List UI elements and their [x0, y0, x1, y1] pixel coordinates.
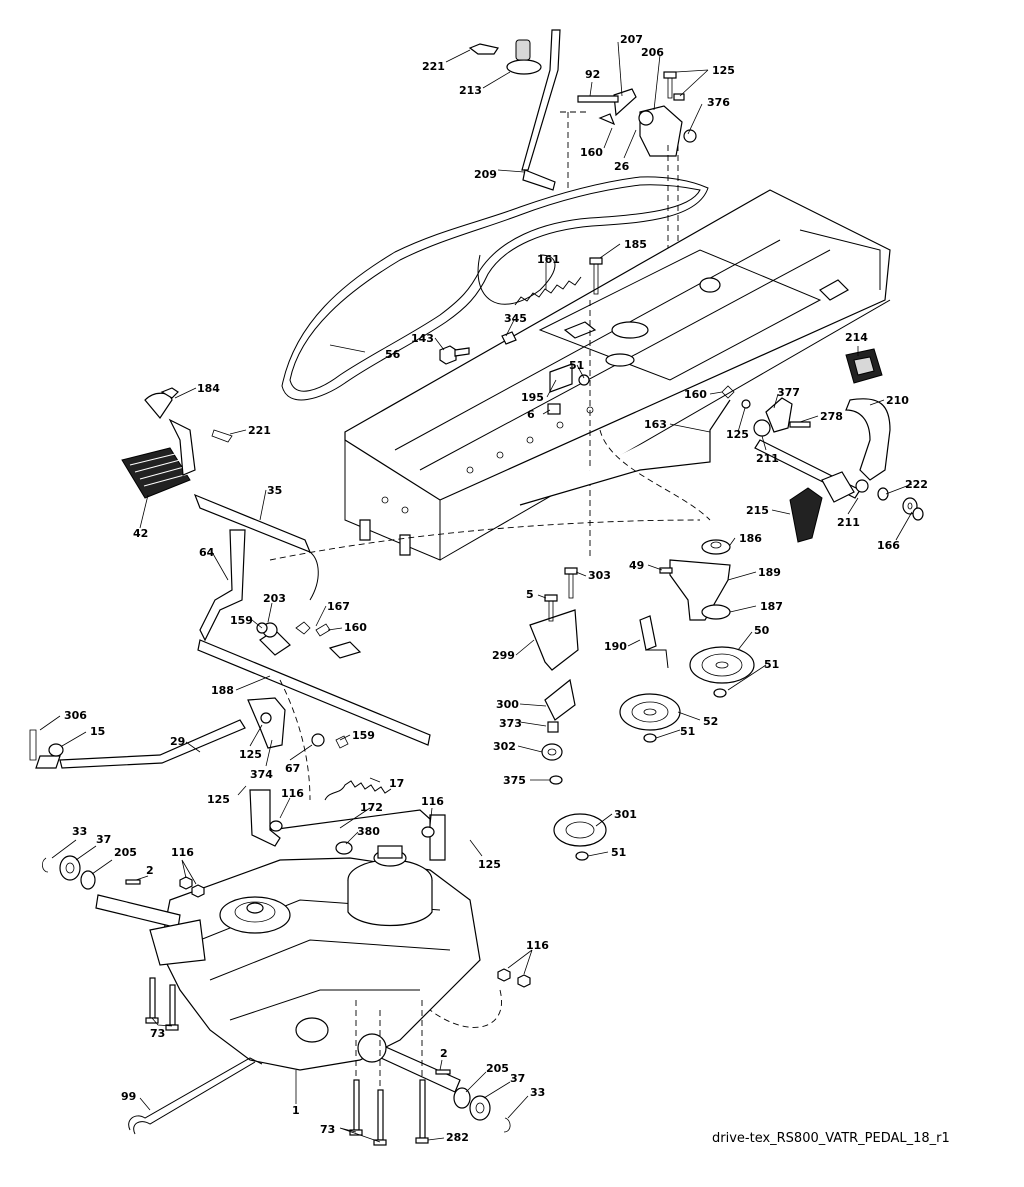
callout-92: 92 [585, 68, 600, 81]
idler-pulley-assembly [529, 539, 755, 861]
callout-209: 209 [474, 168, 497, 181]
callout-64: 64 [199, 546, 215, 559]
callout-278: 278 [820, 410, 843, 423]
callout-2: 2 [146, 864, 154, 877]
callout-125-c: 125 [239, 748, 262, 761]
callout-125-b: 125 [726, 428, 749, 441]
callout-159: 159 [230, 614, 253, 627]
callout-51-d: 51 [611, 846, 626, 859]
callout-116-d: 116 [526, 939, 549, 952]
callout-374: 374 [250, 768, 273, 781]
callout-49: 49 [629, 559, 644, 572]
callout-116-b: 116 [421, 795, 444, 808]
callout-37-b: 37 [510, 1072, 525, 1085]
callout-186: 186 [739, 532, 762, 545]
callout-1: 1 [292, 1104, 300, 1117]
callout-6: 6 [527, 408, 535, 421]
callout-26: 26 [614, 160, 630, 173]
callout-184: 184 [197, 382, 220, 395]
callout-73-b: 73 [320, 1123, 335, 1136]
callout-282: 282 [446, 1131, 469, 1144]
callout-116: 116 [281, 787, 304, 800]
callout-166: 166 [877, 539, 900, 552]
callout-125: 125 [712, 64, 735, 77]
callout-33: 33 [72, 825, 87, 838]
callout-190: 190 [604, 640, 627, 653]
callout-221: 221 [422, 60, 445, 73]
callout-160: 160 [580, 146, 603, 159]
callout-211-b: 211 [837, 516, 860, 529]
callout-35: 35 [267, 484, 282, 497]
callout-189: 189 [758, 566, 781, 579]
callout-125-e: 125 [478, 858, 501, 871]
callout-188: 188 [211, 684, 234, 697]
callout-50: 50 [754, 624, 770, 637]
callout-211: 211 [756, 452, 779, 465]
callout-303: 303 [588, 569, 611, 582]
callout-143: 143 [411, 332, 434, 345]
callout-302: 302 [493, 740, 516, 753]
callout-167: 167 [327, 600, 350, 613]
callout-17: 17 [389, 777, 404, 790]
callout-73: 73 [150, 1027, 165, 1040]
callout-125-d: 125 [207, 793, 230, 806]
callout-37: 37 [96, 833, 111, 846]
callout-299: 299 [492, 649, 515, 662]
callout-159-b: 159 [352, 729, 375, 742]
transaxle [42, 789, 531, 1146]
callout-2-b: 2 [440, 1047, 448, 1060]
callout-172: 172 [360, 801, 383, 814]
callout-222: 222 [905, 478, 928, 491]
callout-377: 377 [777, 386, 800, 399]
callout-187: 187 [760, 600, 783, 613]
callout-375: 375 [503, 774, 526, 787]
callout-161: 161 [537, 253, 560, 266]
callout-206: 206 [641, 46, 664, 59]
callout-99: 99 [121, 1090, 136, 1103]
callout-205-b: 205 [486, 1062, 509, 1075]
callout-195: 195 [521, 391, 544, 404]
callout-160-b: 160 [684, 388, 707, 401]
callout-67: 67 [285, 762, 300, 775]
callout-15: 15 [90, 725, 105, 738]
callout-52: 52 [703, 715, 718, 728]
callout-203: 203 [263, 592, 286, 605]
shift-lever-assembly [468, 29, 697, 330]
callout-345: 345 [504, 312, 527, 325]
diagram-caption: drive-tex_RS800_VATR_PEDAL_18_r1 [712, 1131, 950, 1146]
leader-lines [39, 41, 913, 1143]
callout-215: 215 [746, 504, 769, 517]
callout-116-c: 116 [171, 846, 194, 859]
callout-185: 185 [624, 238, 647, 251]
callout-373: 373 [499, 717, 522, 730]
left-pedal-assembly [29, 387, 701, 801]
callout-42: 42 [133, 527, 148, 540]
callout-221-b: 221 [248, 424, 271, 437]
callout-51: 51 [569, 359, 584, 372]
callout-160-c: 160 [344, 621, 367, 634]
callout-214: 214 [845, 331, 868, 344]
callout-163: 163 [644, 418, 667, 431]
callout-306: 306 [64, 709, 87, 722]
callout-213: 213 [459, 84, 482, 97]
callout-210: 210 [886, 394, 909, 407]
callout-380: 380 [357, 825, 380, 838]
callout-33-b: 33 [530, 1086, 545, 1099]
callout-labels: 221 213 207 206 125 92 376 160 26 209 18… [64, 33, 928, 1144]
callout-56: 56 [385, 348, 401, 361]
callout-207: 207 [620, 33, 643, 46]
callout-205: 205 [114, 846, 137, 859]
mower-frame [344, 189, 891, 561]
callout-300: 300 [496, 698, 519, 711]
callout-301: 301 [614, 808, 637, 821]
callout-51-c: 51 [680, 725, 695, 738]
callout-51-b: 51 [764, 658, 779, 671]
right-pedal-assembly [721, 348, 924, 543]
callout-5: 5 [526, 588, 534, 601]
callout-29: 29 [170, 735, 185, 748]
callout-376: 376 [707, 96, 730, 109]
